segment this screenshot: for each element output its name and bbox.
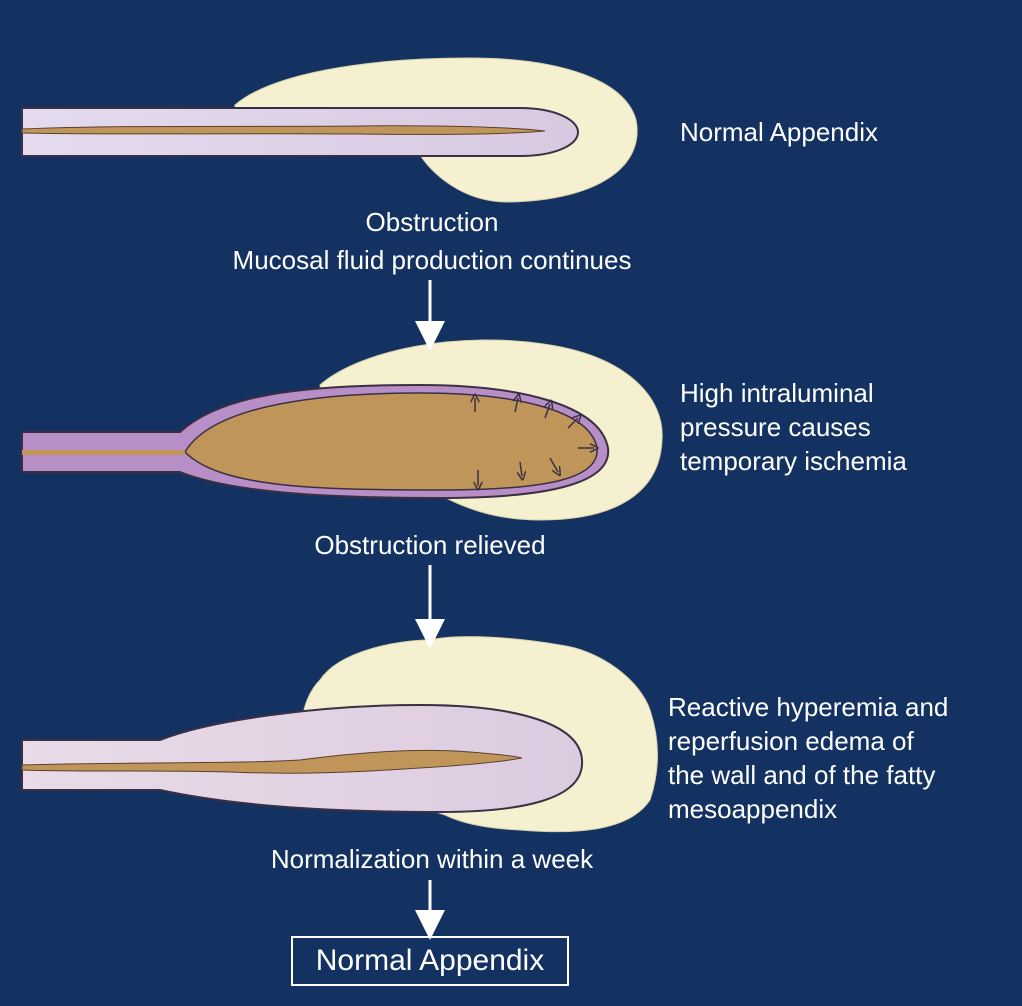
transition-1-line1: Obstruction [365,207,499,237]
hyperemic-appendix-drawing [21,636,658,833]
final-normal-appendix-box: Normal Appendix [291,936,569,986]
irregular-lumen [21,749,523,774]
appendix-wall-3 [21,703,584,814]
transition-2-line1: Obstruction relieved [314,530,546,560]
stage-3-label: Reactive hyperemia and reperfusion edema… [668,692,949,824]
pressure-arrows [475,398,594,486]
distended-appendix-drawing [21,339,663,521]
stage-2-label: High intraluminal pressure causes tempor… [680,378,907,476]
transition-3-line1: Normalization within a week [270,844,594,874]
narrow-lumen-2 [22,450,185,455]
normal-appendix-drawing [21,57,638,203]
stage-1-label: Normal Appendix [680,117,878,147]
transition-1-line2: Mucosal fluid production continues [232,245,632,275]
appendix-lumen [21,125,546,135]
